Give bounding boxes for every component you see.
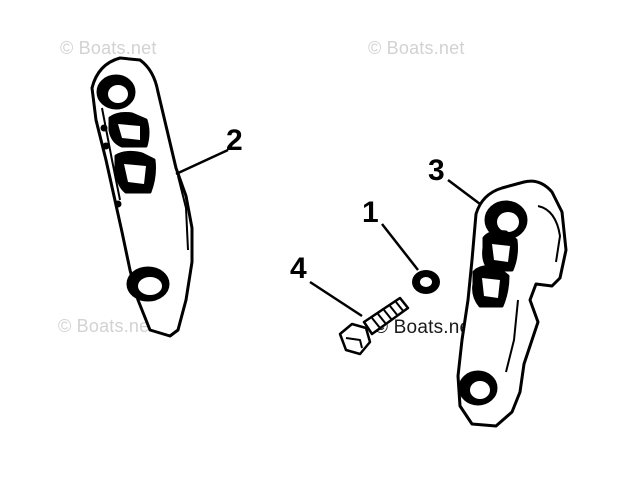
washer-icon bbox=[412, 270, 440, 294]
leader-line-1 bbox=[381, 223, 419, 271]
watermark-bottom-left: © Boats.net bbox=[58, 316, 155, 336]
watermark-top-left: © Boats.net bbox=[60, 38, 157, 58]
callout-4: 4 bbox=[290, 252, 307, 285]
callout-1: 1 bbox=[362, 196, 379, 229]
mount-bracket-left-icon bbox=[90, 56, 194, 338]
callout-3: 3 bbox=[428, 154, 445, 187]
mount-bracket-right-icon bbox=[456, 179, 568, 428]
leader-line-3 bbox=[447, 179, 481, 205]
watermark-center: © Boats.net bbox=[374, 317, 476, 338]
leader-line-4 bbox=[309, 280, 363, 318]
hex-bolt-icon bbox=[338, 296, 410, 356]
callout-2: 2 bbox=[226, 124, 243, 157]
leader-line-2 bbox=[175, 148, 229, 176]
watermark-top-right: © Boats.net bbox=[368, 38, 465, 58]
